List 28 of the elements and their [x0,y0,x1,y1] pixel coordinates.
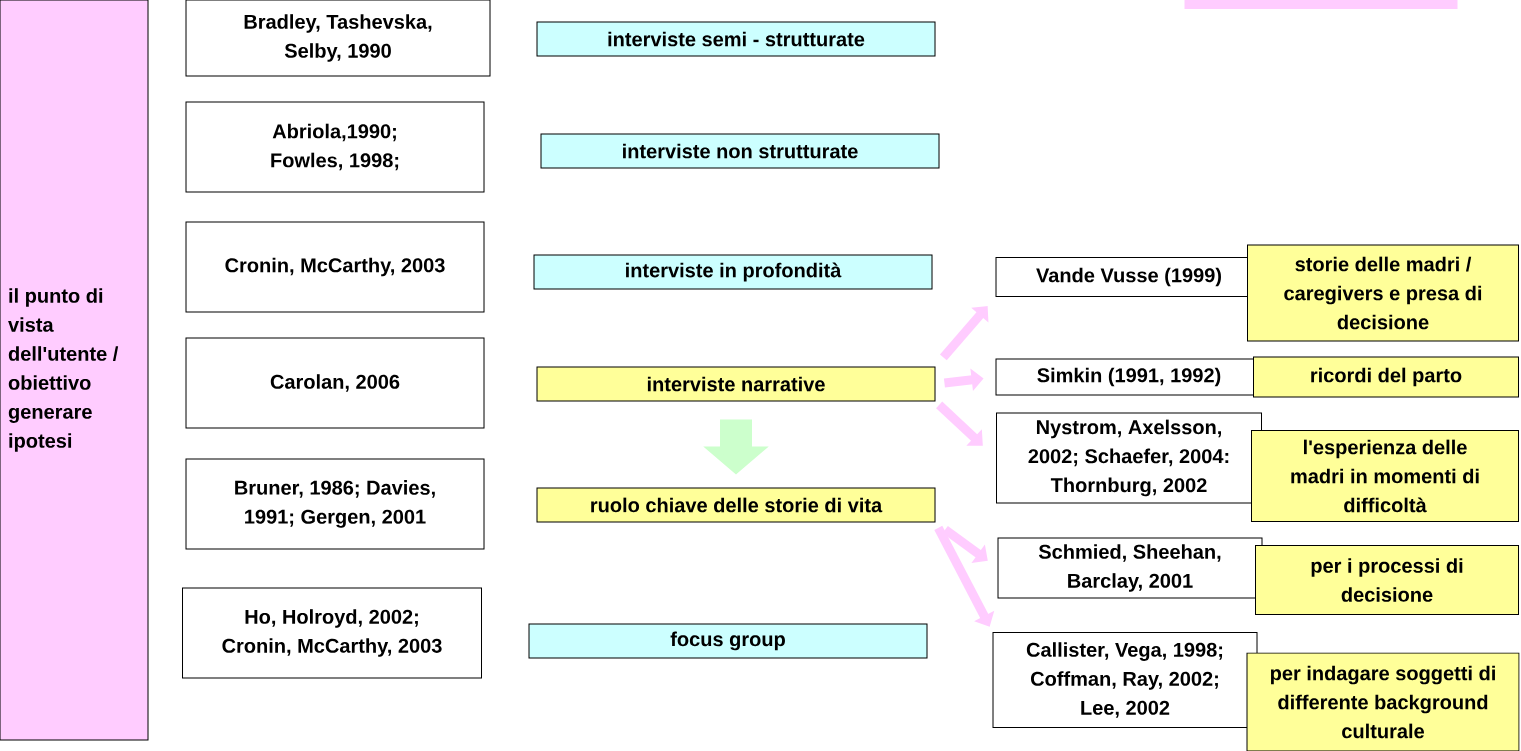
citation-box: Ho, Holroyd, 2002; Cronin, McCarthy, 2003 [182,587,482,679]
citation-box: Cronin, McCarthy, 2003 [185,221,485,313]
method-box: interviste narrative [536,366,936,402]
side-panel: il punto di vista dell'utente / obiettivo generare ipotesi [0,0,149,741]
block-arrow [939,306,989,361]
topic-box: l'esperienza delle madri in momenti di difficoltà [1251,430,1519,522]
method-box: interviste non strutturate [540,133,940,169]
empty-box [1184,0,1458,9]
topic-box: per indagare soggetti di differente background culturale [1246,652,1520,751]
citation-box: Schmied, Sheehan, Barclay, 2001 [997,537,1263,599]
citation-box: Vande Vusse (1999) [995,257,1263,297]
block-arrow [934,525,995,627]
method-box: interviste semi - strutturate [536,21,936,57]
method-box: ruolo chiave delle storie di vita [536,487,936,523]
citation-box: Simkin (1991, 1992) [995,358,1263,396]
method-box: focus group [528,623,928,659]
citation-box: Bradley, Tashevska, Selby, 1990 [185,0,491,77]
citation-box: Callister, Vega, 1998; Coffman, Ray, 2002; Lee, 2002 [992,632,1258,728]
citation-box: Nystrom, Axelsson, 2002; Schaefer, 2004: Thornburg, 2002 [996,412,1262,504]
citation-box: Carolan, 2006 [185,337,485,429]
topic-box: storie delle madri / caregivers e presa di decisione [1247,244,1519,342]
method-box: interviste in profondità [533,254,933,290]
block-arrow [942,525,988,563]
topic-box: per i processi di decisione [1255,545,1519,615]
block-arrow [936,401,983,446]
topic-box: ricordi del parto [1253,356,1519,398]
citation-box: Abriola,1990; Fowles, 1998; [185,101,485,193]
citation-box: Bruner, 1986; Davies, 1991; Gergen, 2001 [185,458,485,550]
